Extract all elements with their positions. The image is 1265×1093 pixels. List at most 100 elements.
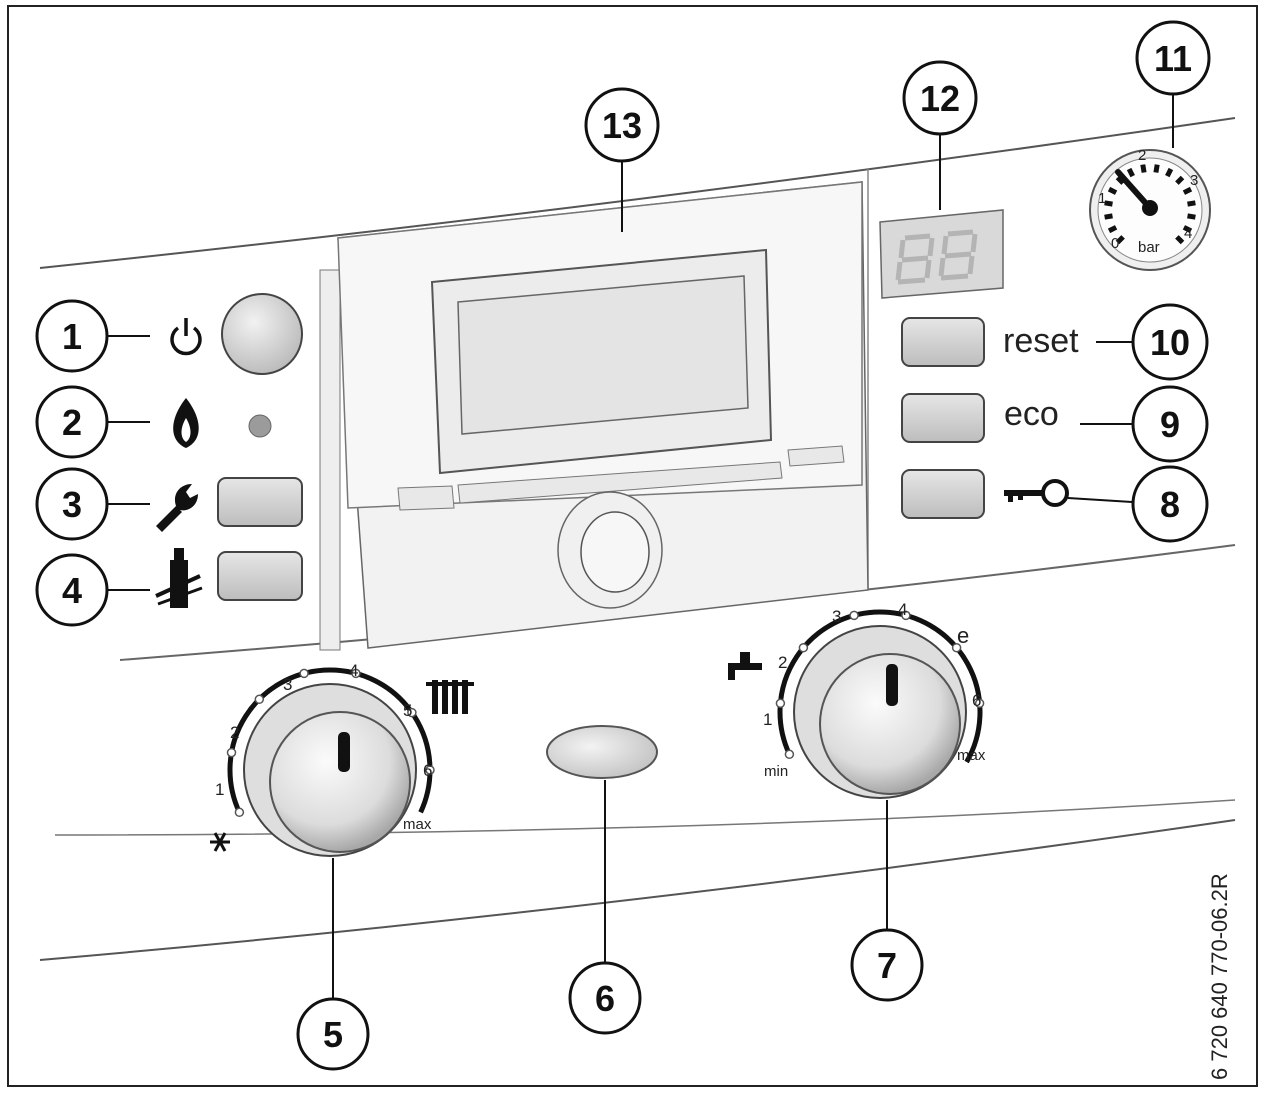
callout-8-label: 8 (1160, 484, 1180, 525)
water-marker-3 (798, 642, 809, 653)
wrench-icon (156, 484, 198, 532)
gauge-tick (1182, 225, 1193, 234)
heat-label-6: 6 (423, 761, 432, 780)
heat-label-max: max (403, 816, 432, 833)
power-icon (170, 318, 202, 356)
water-marker-6 (951, 642, 962, 653)
water-label-1: 1 (763, 710, 772, 729)
callout-13: 13 (584, 87, 660, 163)
service-row (108, 477, 303, 532)
callout-4-label: 4 (62, 570, 82, 611)
gauge-label-0: 0 (1111, 235, 1119, 252)
gauge-tick (1115, 175, 1125, 185)
figure-code: 6 720 640 770-06.2R (1207, 873, 1232, 1080)
callout-5: 5 (296, 997, 370, 1071)
power-button[interactable] (221, 293, 303, 375)
gauge-tick (1182, 186, 1193, 195)
callout-7-label: 7 (877, 945, 897, 986)
gauge-tick (1107, 186, 1118, 195)
heating-marker-7 (425, 765, 435, 775)
frost-icon (210, 832, 230, 852)
callout-6-label: 6 (595, 978, 615, 1019)
panel-top-edge (39, 117, 1236, 269)
panel-bottom-edge (54, 799, 1236, 836)
callout-markers: 1 2 3 4 5 6 7 8 9 10 11 12 13 (35, 20, 1211, 1071)
module-dial-inner[interactable] (580, 511, 650, 593)
callout-1-label: 1 (62, 316, 82, 357)
power-row (108, 293, 303, 375)
pressure-gauge: 0 1 2 3 4 bar (1089, 147, 1211, 271)
callout-11-label: 11 (1154, 38, 1192, 79)
heating-marker-5 (351, 668, 361, 679)
callout-10: 10 (1131, 303, 1209, 381)
gauge-tick (1175, 175, 1185, 185)
callout-13-label: 13 (602, 105, 642, 146)
gauge-tick (1126, 167, 1135, 178)
callout-7: 7 (850, 928, 924, 1002)
callout-3: 3 (35, 467, 109, 541)
heating-marker-1 (234, 807, 245, 818)
gauge-hub (1142, 200, 1158, 216)
gauge-tick (1153, 164, 1160, 173)
callout-9-label: 9 (1160, 404, 1180, 445)
water-label-e: e (957, 623, 969, 648)
water-marker-7 (974, 698, 985, 709)
heating-scale-markers (226, 668, 435, 818)
heat-label-3: 3 (283, 675, 292, 694)
gauge-tick (1104, 200, 1113, 207)
hot-water-temperature-dial: 1 2 3 4 e 6 min max (728, 600, 986, 799)
gauge-needle (1115, 169, 1153, 211)
callout-4: 4 (35, 553, 109, 627)
display-window (457, 275, 749, 435)
flame-icon (173, 398, 199, 448)
heat-label-5: 5 (403, 701, 412, 720)
heating-knob-face[interactable] (269, 711, 411, 853)
water-label-4: 4 (898, 600, 907, 619)
radiator-icon (426, 680, 474, 714)
water-label-3: 3 (832, 607, 841, 626)
water-marker-1 (784, 749, 795, 760)
heating-knob-pointer (338, 732, 350, 772)
gauge-tick (1187, 200, 1196, 207)
key-lock-button[interactable] (901, 469, 985, 519)
water-knob-face[interactable] (819, 653, 961, 795)
digital-display (879, 209, 1004, 299)
slot-left (397, 485, 455, 511)
gauge-unit: bar (1138, 239, 1160, 256)
callout-2: 2 (35, 385, 109, 459)
water-marker-4 (849, 610, 859, 621)
gauge-tick (1187, 213, 1196, 220)
gauge-label-2: 2 (1138, 147, 1146, 164)
heating-marker-4 (299, 668, 309, 679)
water-marker-2 (775, 698, 786, 709)
eco-button[interactable] (901, 393, 985, 443)
chimney-sweep-button[interactable] (217, 551, 303, 601)
water-marker-5 (901, 610, 911, 621)
heat-label-4: 4 (349, 661, 358, 680)
gauge-label-4: 4 (1184, 225, 1192, 242)
callout-10-label: 10 (1150, 322, 1190, 363)
gauge-label-1: 1 (1098, 190, 1106, 207)
status-indicator-lens (546, 725, 658, 779)
water-label-2: 2 (778, 653, 787, 672)
heating-marker-6 (407, 707, 417, 718)
service-button[interactable] (217, 477, 303, 527)
slot-right (787, 445, 845, 467)
heating-marker-3 (254, 694, 265, 705)
callout-6: 6 (568, 961, 642, 1035)
chimney-sweep-row (108, 548, 303, 608)
callout-8: 8 (1131, 465, 1209, 543)
reset-button[interactable] (901, 317, 985, 367)
gauge-tick (1104, 213, 1113, 220)
water-knob-pointer (886, 664, 898, 706)
callout-1: 1 (35, 299, 109, 373)
callout-3-label: 3 (62, 484, 82, 525)
key-icon (1004, 479, 1069, 507)
water-label-min: min (764, 763, 788, 780)
heat-label-1: 1 (215, 780, 224, 799)
leader-8 (1067, 497, 1133, 503)
heat-label-2: 2 (230, 723, 239, 742)
gauge-tick (1140, 164, 1147, 173)
gauge-tick (1115, 235, 1125, 245)
